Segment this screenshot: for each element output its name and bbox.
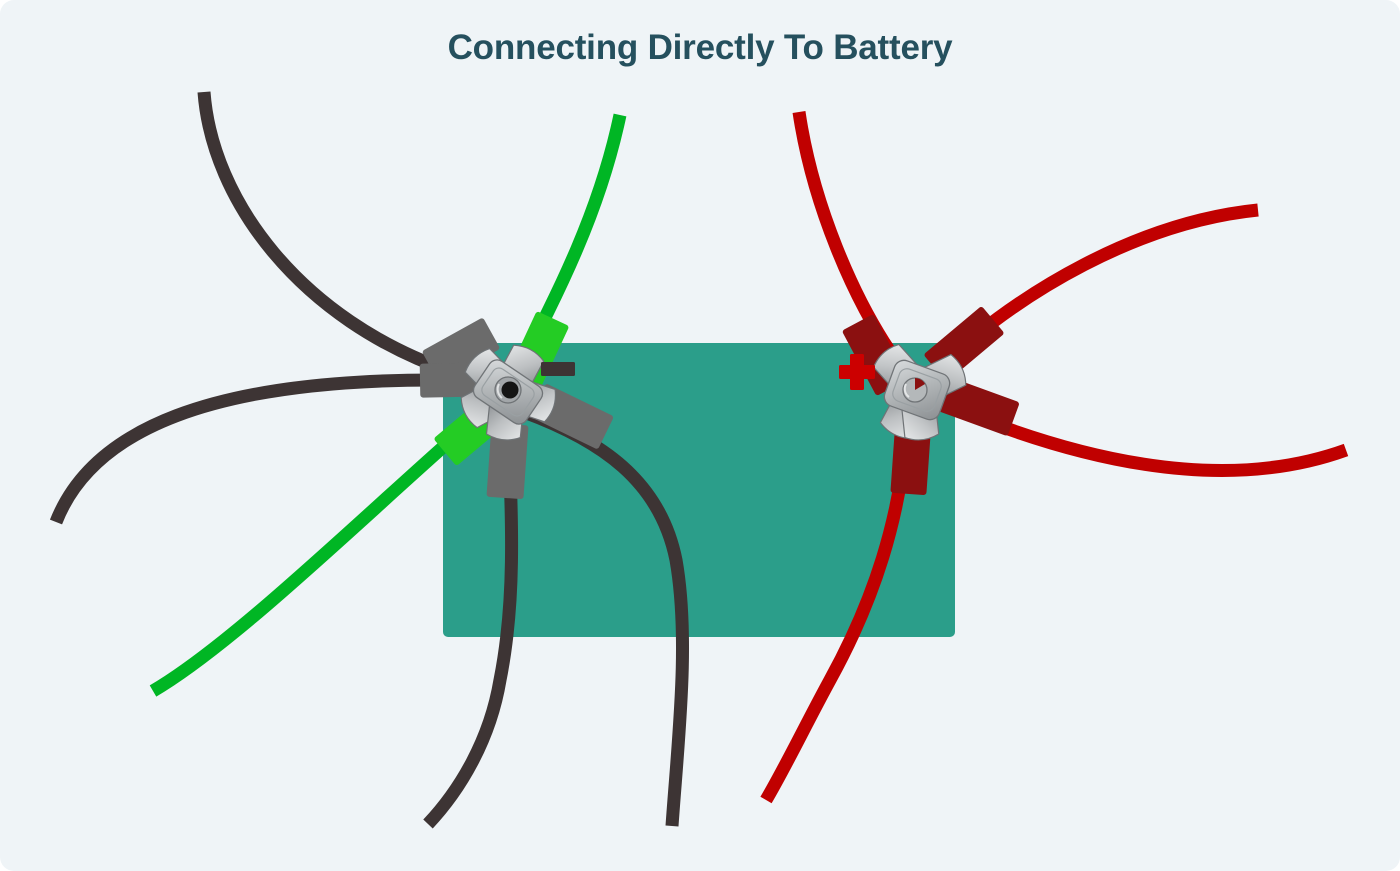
wire-neg-dark-bottom	[423, 423, 519, 829]
negative-symbol	[541, 362, 575, 376]
terminal-bolt-highlight	[496, 383, 503, 399]
negative-terminal[interactable]	[458, 342, 559, 442]
terminal-bolt-highlight	[903, 383, 910, 398]
boot-neg-dark-bottom	[486, 423, 529, 500]
page-title: Connecting Directly To Battery	[447, 28, 953, 67]
wire-neg-dark-upper-left	[197, 91, 455, 379]
wire-neg-dark-left	[49, 373, 449, 525]
terminal-bolt-hole	[501, 381, 519, 399]
terminal-clamp-inner	[892, 368, 942, 412]
positive-terminal[interactable]	[871, 341, 969, 442]
terminal-clamp-inner	[481, 367, 535, 417]
positive-symbol	[839, 354, 875, 390]
wire-pos-bottom	[760, 423, 915, 804]
boot-pos-lower-right	[935, 376, 1019, 436]
terminal-bolt-marker	[915, 378, 925, 390]
